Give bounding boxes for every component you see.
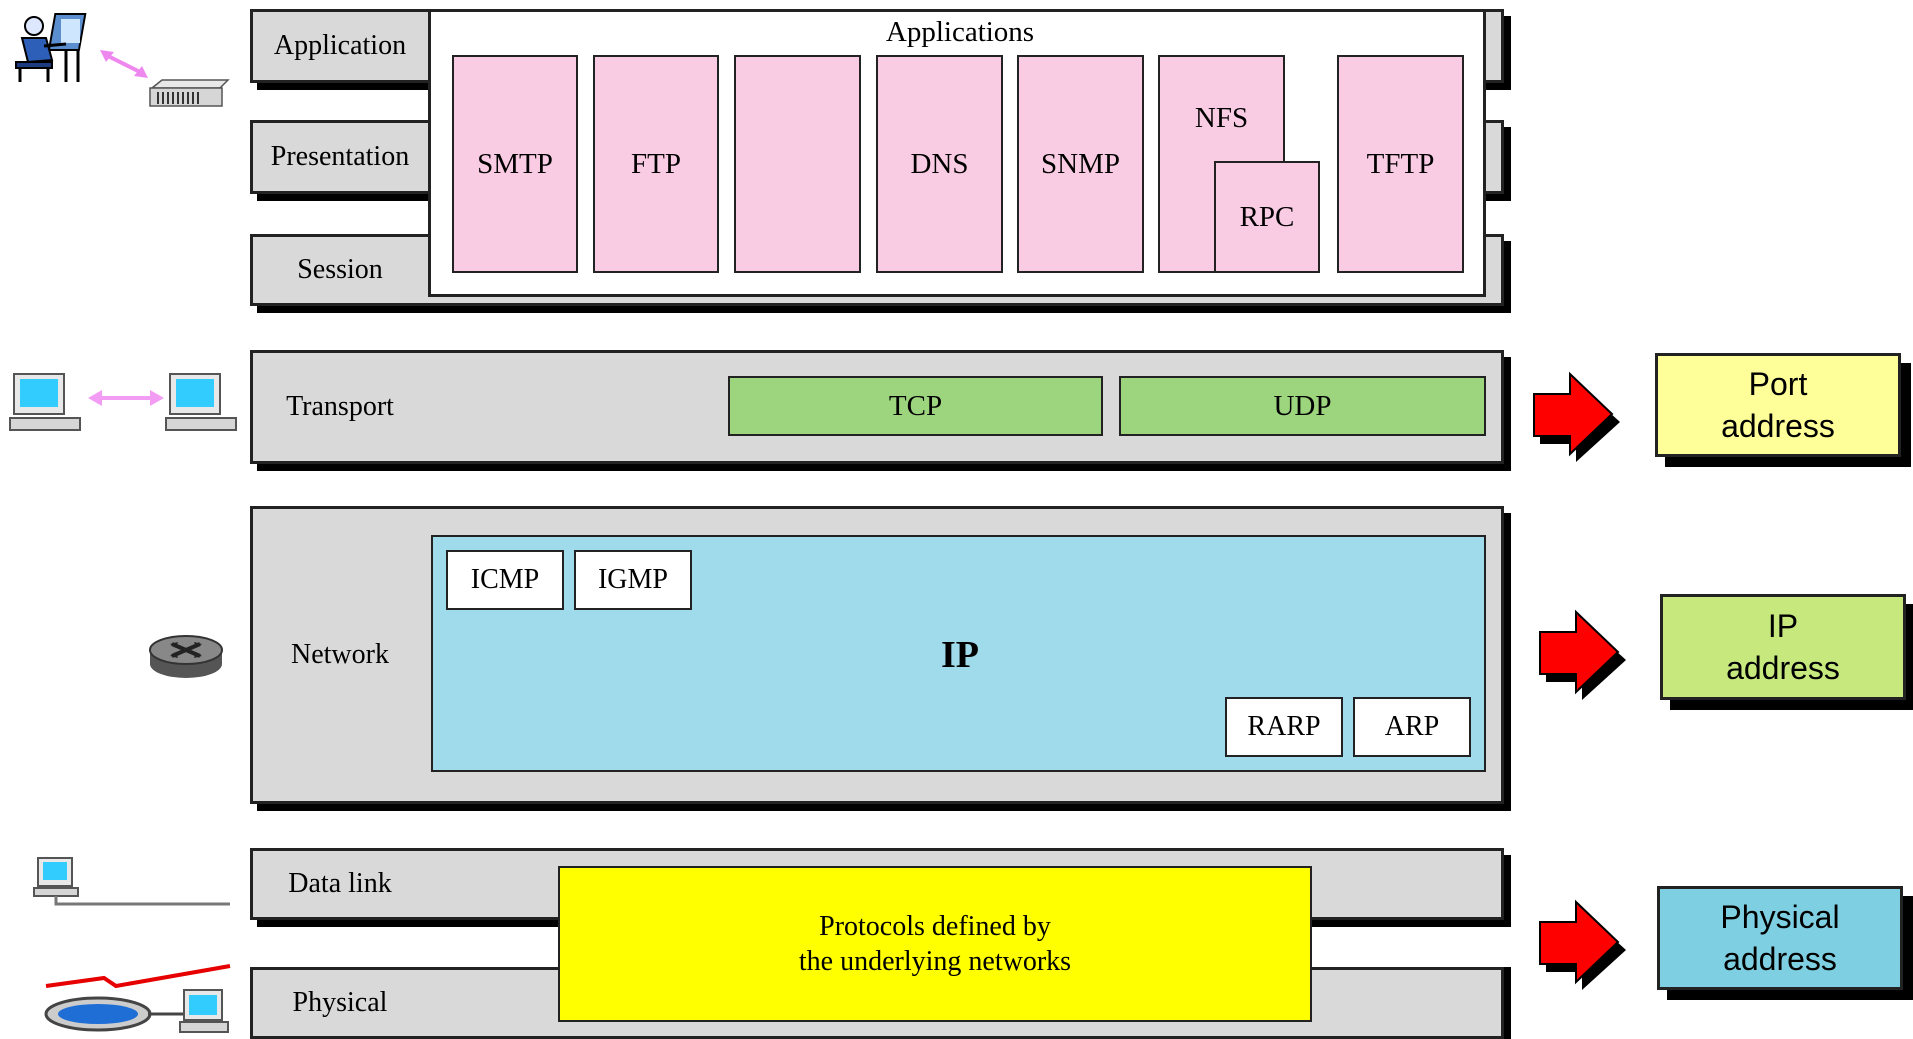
modem-icon [149, 79, 230, 107]
ring-network-icon [44, 964, 231, 1033]
computer-pair-icon [9, 373, 237, 431]
port-address-line-1: Port [1748, 366, 1808, 402]
app-protocol-empty [734, 55, 861, 273]
ip-address-line-2: address [1726, 650, 1840, 686]
lan-computer-icon [33, 857, 230, 906]
physical-address-box: Physical address [1657, 886, 1903, 990]
router-icon [149, 635, 223, 678]
network-protocol-igmp: IGMP [574, 550, 692, 610]
layer-label-data-link: Data link [288, 868, 392, 899]
network-protocol-ip: IP [941, 634, 979, 676]
layer-label-network: Network [291, 639, 389, 670]
app-protocol-smtp: SMTP [452, 55, 578, 273]
app-protocol-tftp: TFTP [1337, 55, 1464, 273]
underlying-networks-box: Protocols defined by the underlying netw… [558, 866, 1312, 1022]
layer-label-presentation: Presentation [270, 141, 410, 172]
arrow-right-icon [1539, 899, 1626, 990]
layer-label-transport: Transport [286, 391, 394, 422]
app-protocol-nfs: NFS [1194, 101, 1249, 134]
app-protocol-ftp: FTP [593, 55, 719, 273]
layer-label-application: Application [273, 30, 407, 61]
network-protocol-arp: ARP [1353, 697, 1471, 757]
network-protocol-icmp: ICMP [446, 550, 564, 610]
physical-address-line-1: Physical [1720, 899, 1840, 935]
app-protocol-snmp: SNMP [1017, 55, 1144, 273]
physical-address-line-2: address [1723, 941, 1837, 977]
transport-protocol-tcp: TCP [728, 376, 1103, 436]
applications-title: Applications [885, 15, 1035, 48]
arrow-right-icon [1539, 609, 1626, 700]
app-protocol-rpc: RPC [1214, 161, 1320, 273]
transport-protocol-udp: UDP [1119, 376, 1486, 436]
ip-address-box: IP address [1660, 594, 1906, 700]
layer-label-physical: Physical [292, 987, 388, 1018]
ip-address-line-1: IP [1767, 608, 1799, 644]
app-protocol-dns: DNS [876, 55, 1003, 273]
layer-label-session: Session [297, 254, 383, 285]
port-address-box: Port address [1655, 353, 1901, 457]
underlying-networks-line-1: Protocols defined by [819, 911, 1051, 942]
sync-arrow-icon [100, 50, 148, 78]
user-at-terminal-icon [15, 13, 87, 82]
arrow-right-icon [1533, 371, 1620, 462]
port-address-line-2: address [1721, 408, 1835, 444]
underlying-networks-line-2: the underlying networks [798, 946, 1072, 977]
network-protocol-rarp: RARP [1225, 697, 1343, 757]
